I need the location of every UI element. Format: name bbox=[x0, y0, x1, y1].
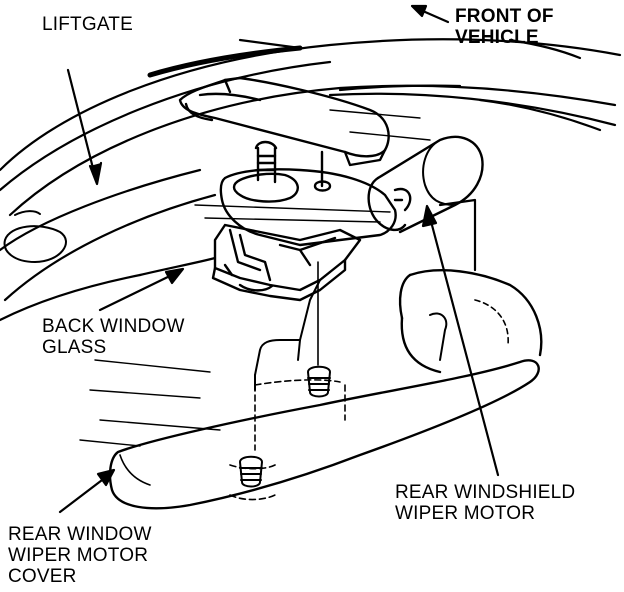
label-front-line-2: VEHICLE bbox=[455, 27, 539, 48]
leader-arrows bbox=[58, 4, 500, 514]
liftgate-oval bbox=[3, 225, 67, 263]
label-motor-line-1: REAR WINDSHIELD bbox=[395, 482, 576, 503]
label-rear-windshield-wiper-motor: REAR WINDSHIELD WIPER MOTOR bbox=[395, 482, 575, 524]
glass-reflection-lines bbox=[79, 109, 431, 447]
label-liftgate: LIFTGATE bbox=[42, 14, 133, 35]
motor-cover bbox=[108, 269, 543, 510]
label-cover-line-1: REAR WINDOW bbox=[8, 524, 152, 545]
label-motor-line-2: WIPER MOTOR bbox=[395, 503, 536, 524]
label-glass-line-1: BACK WINDOW bbox=[42, 316, 185, 337]
label-back-window-glass: BACK WINDOW GLASS bbox=[42, 316, 185, 358]
liftgate-handle bbox=[178, 76, 390, 167]
label-liftgate-line: LIFTGATE bbox=[42, 14, 133, 35]
mounting-studs bbox=[239, 261, 331, 488]
label-rear-window-wiper-motor-cover: REAR WINDOW WIPER MOTOR COVER bbox=[8, 524, 152, 587]
label-front-line-1: FRONT OF bbox=[455, 6, 554, 27]
label-front-of-vehicle: FRONT OF VEHICLE bbox=[455, 6, 554, 48]
liftgate-outline bbox=[0, 38, 622, 322]
label-cover-line-3: COVER bbox=[8, 566, 77, 587]
wiper-motor-body bbox=[211, 135, 484, 302]
label-cover-line-2: WIPER MOTOR bbox=[8, 545, 149, 566]
label-glass-line-2: GLASS bbox=[42, 337, 107, 358]
cover-hidden-lines bbox=[229, 379, 346, 501]
